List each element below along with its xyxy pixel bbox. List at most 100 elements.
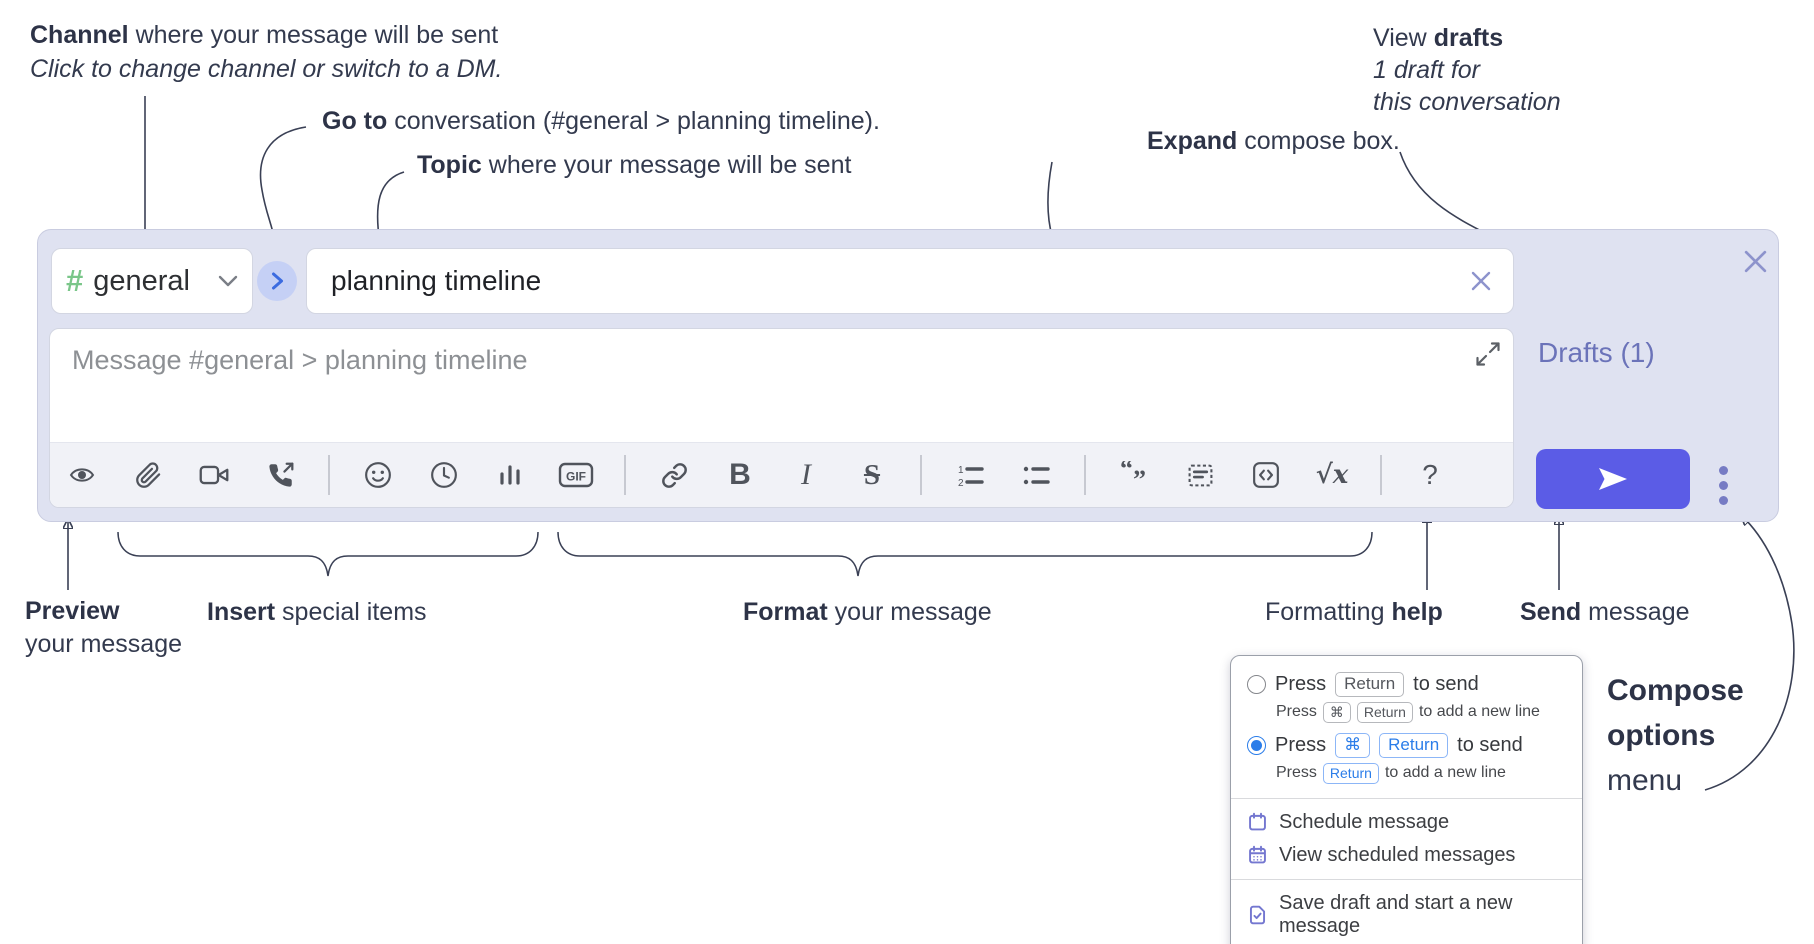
expand-compose-button[interactable] — [1473, 339, 1503, 369]
compose-options-button[interactable] — [1715, 462, 1732, 509]
radio-selected-icon[interactable] — [1247, 735, 1266, 755]
message-box: GIF B I S — [49, 328, 1514, 508]
cmd-key: ⌘ — [1322, 701, 1351, 723]
topic-annotation-bold: Topic — [417, 151, 482, 179]
preview-annotation: Preview your message — [25, 595, 182, 661]
channel-hash-icon: # — [66, 263, 84, 298]
channel-annotation: Channel where your message will be sent … — [30, 18, 502, 86]
channel-selector[interactable]: # general — [51, 248, 253, 314]
spoiler-icon — [1188, 464, 1212, 486]
goto-conversation-button[interactable] — [257, 261, 297, 301]
video-call-button[interactable] — [196, 457, 232, 493]
channel-annotation-rest: where your message will be sent — [128, 21, 499, 49]
link-icon — [661, 462, 687, 488]
toolbar-divider — [624, 455, 626, 495]
compose-box: # general — [37, 229, 1779, 522]
svg-text:2: 2 — [958, 478, 964, 488]
goto-arrow — [259, 126, 307, 242]
send-annotation-rest: message — [1581, 598, 1690, 626]
format-annotation-rest: your message — [827, 598, 992, 626]
emoji-button[interactable] — [360, 457, 396, 493]
view-drafts-pre: View — [1373, 24, 1434, 52]
numbered-list-button[interactable]: 1 2 — [952, 457, 988, 493]
bar-chart-icon — [500, 465, 520, 485]
view-drafts-annotation: View drafts 1 draft for this conversatio… — [1373, 22, 1561, 118]
enter-sends-option[interactable]: Press Return to send Press ⌘ Return to a… — [1231, 669, 1582, 730]
global-time-button[interactable] — [426, 457, 462, 493]
preview-annotation-line2: your message — [25, 630, 183, 658]
expand-annotation-bold: Expand — [1147, 127, 1238, 155]
message-formatting-help-button[interactable]: ? — [1412, 457, 1448, 493]
compose-options-line1: Compose — [1607, 674, 1744, 707]
phone-outgoing-icon — [268, 462, 293, 487]
bulleted-list-button[interactable] — [1018, 457, 1054, 493]
gif-icon: GIF — [558, 462, 594, 488]
math-button[interactable]: √x — [1314, 457, 1350, 493]
diagonal-expand-arrows-icon — [1476, 342, 1500, 366]
schedule-message-item[interactable]: Schedule message — [1231, 806, 1582, 839]
format-brace — [557, 531, 1373, 577]
expand-annotation-rest: compose box. — [1237, 127, 1400, 155]
add-gif-button[interactable]: GIF — [558, 457, 594, 493]
view-drafts-bold: drafts — [1433, 24, 1504, 52]
voice-call-button[interactable] — [262, 457, 298, 493]
bold-button[interactable]: B — [722, 457, 758, 493]
math-tex-icon: √x — [1315, 460, 1349, 490]
goto-annotation-rest: conversation (#general > planning timeli… — [387, 107, 880, 135]
strikethrough-button[interactable]: S — [854, 457, 890, 493]
drafts-link[interactable]: Drafts (1) — [1538, 337, 1655, 368]
preview-button[interactable] — [64, 457, 100, 493]
cmd-enter-sends-option[interactable]: Press ⌘ Return to send Press Return to a… — [1231, 730, 1582, 791]
format-annotation-bold: Format — [743, 598, 828, 626]
svg-text:”: ” — [1133, 465, 1146, 489]
send-button[interactable] — [1536, 449, 1690, 509]
clock-icon — [431, 462, 457, 488]
channel-selector-label: general — [93, 264, 190, 297]
toolbar-divider — [920, 455, 922, 495]
return-key: Return — [1379, 732, 1449, 758]
vertical-ellipsis-icon — [1719, 466, 1728, 475]
paper-plane-icon — [1599, 468, 1627, 490]
formatting-help-annotation: Formatting help — [1265, 595, 1443, 629]
calendar-grid-icon — [1249, 845, 1266, 864]
svg-text:“: “ — [1120, 461, 1133, 483]
message-input[interactable] — [50, 329, 1513, 442]
insert-annotation: Insert special items — [207, 595, 427, 629]
document-check-icon — [1249, 905, 1266, 924]
channel-annotation-bold: Channel — [30, 21, 129, 49]
chevron-right-icon — [271, 272, 283, 290]
cmd-enter-sends-pre: Press — [1275, 733, 1327, 756]
add-poll-button[interactable] — [492, 457, 528, 493]
message-area — [50, 329, 1513, 442]
attach-file-button[interactable] — [130, 457, 166, 493]
x-close-icon — [1744, 250, 1767, 273]
view-scheduled-messages-item[interactable]: View scheduled messages — [1231, 839, 1582, 872]
radio-unselected-icon[interactable] — [1247, 674, 1266, 694]
return-key: Return — [1335, 672, 1405, 697]
cmd-key: ⌘ — [1335, 732, 1371, 758]
compose-close-button[interactable] — [1740, 246, 1771, 277]
x-clear-icon — [1471, 271, 1491, 291]
question-mark-icon: ? — [1422, 459, 1438, 490]
topic-annotation-rest: where your message will be sent — [481, 151, 852, 179]
calendar-icon — [1249, 812, 1266, 831]
italic-button[interactable]: I — [788, 457, 824, 493]
view-drafts-italic2: this conversation — [1373, 88, 1561, 116]
compose-options-line2: options — [1607, 719, 1716, 752]
code-button[interactable] — [1248, 457, 1284, 493]
save-draft-item[interactable]: Save draft and start a new message — [1231, 887, 1582, 943]
menu-divider — [1231, 878, 1582, 880]
spoiler-button[interactable] — [1182, 457, 1218, 493]
italic-icon: I — [801, 458, 811, 491]
link-button[interactable] — [656, 457, 692, 493]
clear-topic-button[interactable] — [1465, 265, 1497, 297]
paperclip-icon — [135, 461, 160, 488]
toolbar-divider — [328, 455, 330, 495]
topic-input[interactable] — [329, 264, 1465, 298]
bulleted-list-icon — [1023, 466, 1050, 485]
numbered-list-icon: 1 2 — [958, 465, 984, 488]
view-scheduled-messages-label: View scheduled messages — [1279, 843, 1516, 866]
insert-brace — [117, 531, 539, 577]
quote-icon: “ ” — [1120, 461, 1146, 489]
quote-button[interactable]: “ ” — [1116, 457, 1152, 493]
